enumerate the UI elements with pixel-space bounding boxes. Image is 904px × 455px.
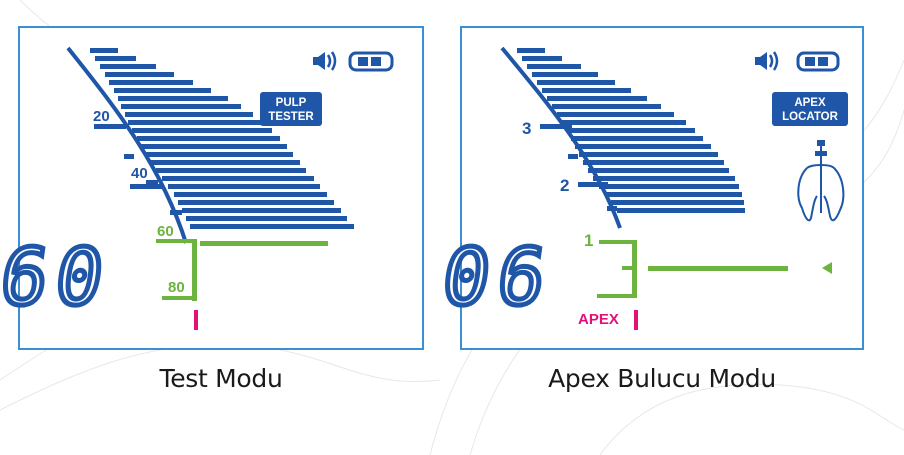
test-mode-caption: Test Modu: [159, 364, 283, 393]
scale-label-3: 3: [522, 119, 531, 138]
apex-mode-display: 3 2 1 APEX 06: [434, 26, 864, 350]
battery-icon: [796, 51, 840, 72]
scale-label-1: 1: [584, 231, 593, 250]
svg-text:PULP: PULP: [276, 97, 307, 109]
battery-icon: [348, 51, 394, 72]
speaker-icon: [313, 51, 337, 71]
apex-marker: [634, 310, 638, 330]
scale-ticks: [540, 124, 617, 211]
pulp-tester-badge: PULP TESTER: [260, 92, 322, 126]
test-mode-display: 20 40 60 80 60 PULP: [0, 26, 424, 350]
scale-label-80: 80: [168, 279, 185, 296]
bar-graph: [517, 48, 745, 213]
pointer-triangle-icon: [822, 262, 832, 274]
apex-label: APEX: [578, 311, 619, 328]
bar-graph: [90, 48, 354, 229]
scale-label-20: 20: [93, 108, 110, 125]
scale-curve: [500, 46, 622, 229]
green-indicator: [156, 239, 328, 301]
svg-text:APEX: APEX: [794, 97, 826, 109]
speaker-icon: [755, 51, 779, 71]
green-indicator: [597, 240, 788, 298]
segment-display-value: 60: [0, 232, 117, 323]
segment-display-value: 06: [437, 232, 560, 323]
apex-mode-caption: Apex Bulucu Modu: [548, 364, 776, 393]
apex-locator-badge: APEX LOCATOR: [772, 92, 848, 126]
limit-marker: [194, 310, 198, 330]
scale-curve: [66, 46, 188, 244]
scale-label-40: 40: [131, 165, 148, 182]
tooth-with-file-icon: [797, 140, 845, 222]
scale-ticks: [94, 124, 182, 215]
svg-text:LOCATOR: LOCATOR: [782, 111, 838, 123]
scale-label-60: 60: [157, 223, 174, 240]
scale-label-2: 2: [560, 176, 569, 195]
svg-text:TESTER: TESTER: [268, 111, 314, 123]
